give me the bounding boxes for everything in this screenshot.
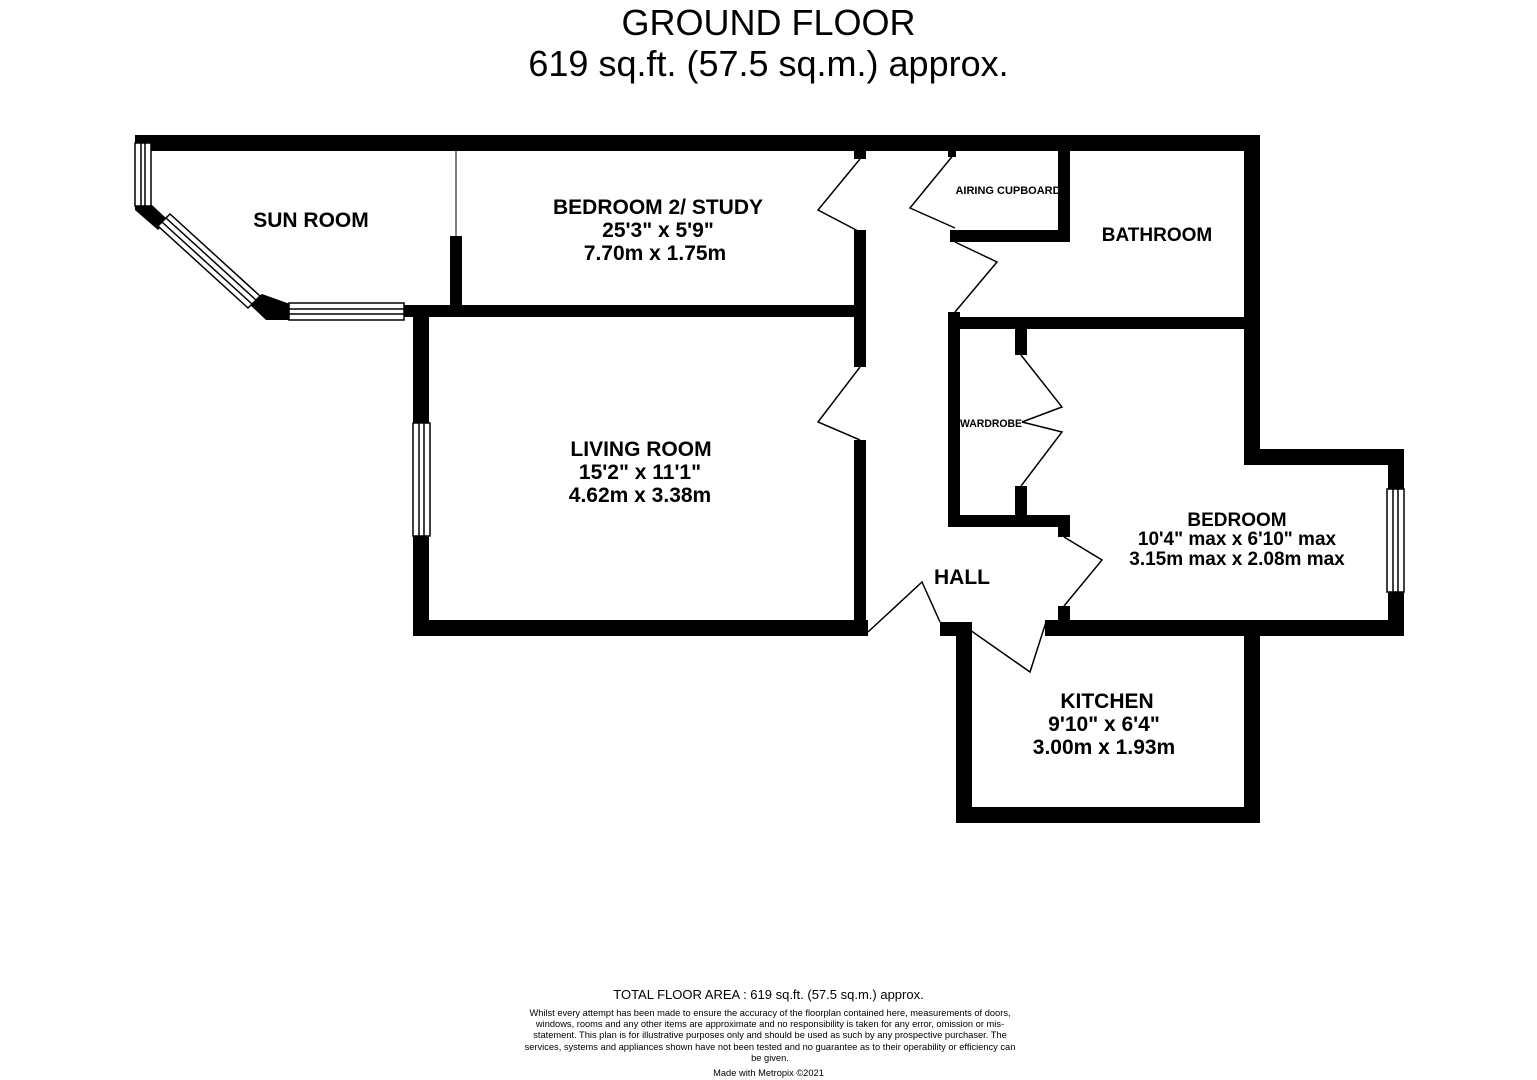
room-labels: SUN ROOM BEDROOM 2/ STUDY 25'3" x 5'9" 7… xyxy=(253,185,1345,759)
wall-wardrobe-right-bottom xyxy=(1015,486,1027,526)
window-sunroom-left xyxy=(134,142,152,207)
wall-living-right-top xyxy=(854,305,866,367)
wall-living-bottom xyxy=(413,620,868,636)
disclaimer-text: Whilst every attempt has been made to en… xyxy=(524,1008,1016,1063)
wall-bedroom-door-stub xyxy=(1058,515,1070,537)
door-living xyxy=(816,366,861,441)
door-hall-front xyxy=(867,580,941,633)
window-bedroom-right xyxy=(1386,488,1405,593)
wall-living-right-bottom xyxy=(854,440,866,636)
door-kitchen xyxy=(969,621,1047,674)
wall-sunroom-corner-bottom xyxy=(248,294,290,320)
wall-kitchen-left xyxy=(956,622,972,823)
total-floor-area: TOTAL FLOOR AREA : 619 sq.ft. (57.5 sq.m… xyxy=(613,987,924,1002)
bedroom2-label: BEDROOM 2/ STUDY xyxy=(553,196,763,219)
wall-airing-bottom xyxy=(950,230,1070,242)
wall-kitchen-bottom xyxy=(956,807,1260,823)
wall-wardrobe-bottom xyxy=(948,515,1068,527)
wall-wardrobe-right-top xyxy=(1015,317,1027,355)
door-wardrobe-top xyxy=(1020,354,1064,423)
wall-airing-right xyxy=(1058,135,1070,242)
hall-label: HALL xyxy=(934,566,990,589)
sunroom-label: SUN ROOM xyxy=(253,209,369,232)
wall-wardrobe-left xyxy=(948,312,960,527)
doors xyxy=(816,152,1104,674)
window-living-left xyxy=(412,422,431,537)
door-bathroom xyxy=(954,241,999,313)
wall-sunroom-bottom-stub xyxy=(402,305,430,317)
wall-living-left-bottom xyxy=(413,536,429,636)
wall-top xyxy=(135,135,1260,151)
walls xyxy=(135,135,1404,823)
kitchen-metric: 3.00m x 1.93m xyxy=(1033,736,1175,759)
windows xyxy=(134,142,1405,593)
bedroom-metric: 3.15m max x 2.08m max xyxy=(1129,549,1345,570)
living-metric: 4.62m x 3.38m xyxy=(569,484,711,507)
bedroom-label: BEDROOM xyxy=(1187,510,1286,531)
window-sunroom-bottom xyxy=(288,302,405,321)
airing-label: AIRING CUPBOARD xyxy=(955,185,1060,197)
wall-bedroom2-right-top xyxy=(854,135,866,159)
wall-bedroom-door-stub2 xyxy=(1058,606,1070,630)
wardrobe-label: WARDROBE xyxy=(960,418,1022,430)
floor-title: GROUND FLOOR xyxy=(621,2,916,43)
living-imperial: 15'2" x 11'1" xyxy=(579,461,701,484)
kitchen-imperial: 9'10" x 6'4" xyxy=(1048,713,1160,736)
wall-bedroom2-left xyxy=(450,236,462,311)
floor-area-subtitle: 619 sq.ft. (57.5 sq.m.) approx. xyxy=(528,43,1009,84)
wall-bedroom2-right-bottom xyxy=(854,230,866,314)
wall-bedroom-bottom xyxy=(1045,620,1404,636)
wall-bathroom-right xyxy=(1244,135,1260,465)
bedroom-imperial: 10'4" max x 6'10" max xyxy=(1138,529,1337,550)
living-label: LIVING ROOM xyxy=(570,438,711,461)
wall-airing-left-stub xyxy=(948,135,956,157)
wall-living-left-top xyxy=(413,305,429,423)
wall-bathroom-bottom xyxy=(948,317,1260,329)
bedroom2-imperial: 25'3" x 5'9" xyxy=(602,219,714,242)
kitchen-label: KITCHEN xyxy=(1060,690,1153,713)
wall-bedroom2-bottom xyxy=(415,305,866,317)
wall-bump-right-top xyxy=(1388,449,1404,489)
window-sunroom-diagonal xyxy=(156,212,262,310)
bedroom2-metric: 7.70m x 1.75m xyxy=(584,242,726,265)
door-bedroom2 xyxy=(816,158,861,233)
wall-kitchen-door-jamb xyxy=(940,622,970,636)
door-bedroom xyxy=(1063,536,1104,607)
wall-kitchen-right xyxy=(1244,620,1260,823)
made-with-credit: Made with Metropix ©2021 xyxy=(713,1068,824,1078)
door-airing xyxy=(908,152,956,229)
wall-sunroom-left xyxy=(135,135,151,145)
door-wardrobe-bottom xyxy=(1020,421,1064,487)
bathroom-label: BATHROOM xyxy=(1102,225,1212,246)
wall-bump-top xyxy=(1244,449,1404,465)
